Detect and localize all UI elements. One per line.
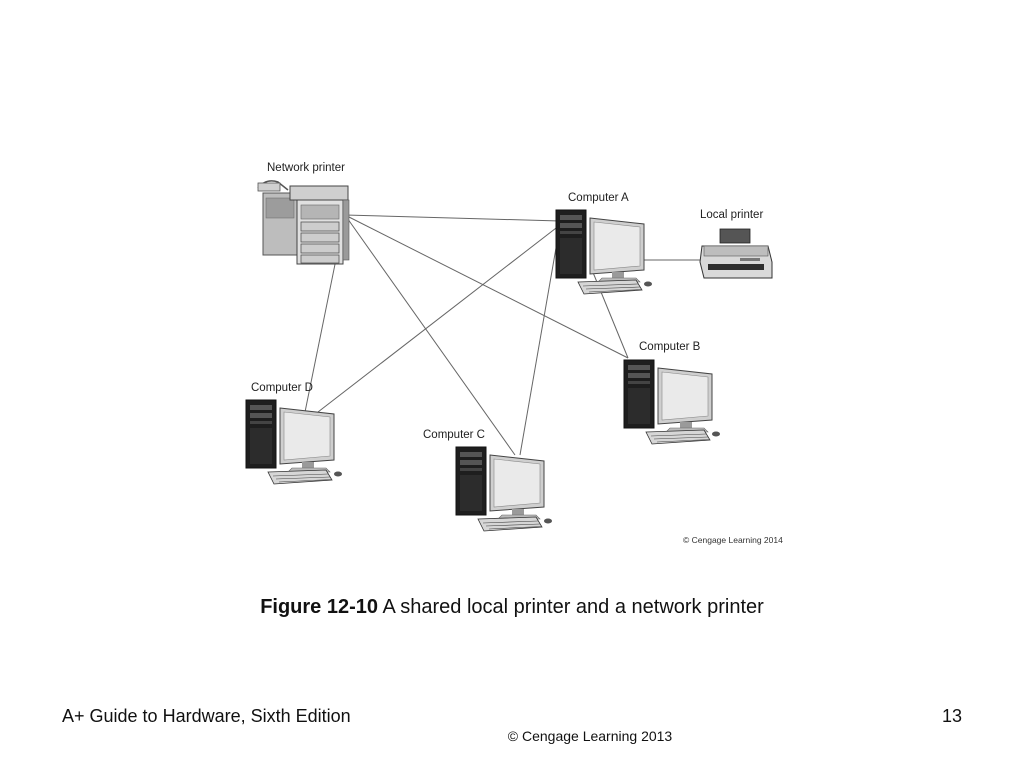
footer-book-title: A+ Guide to Hardware, Sixth Edition	[62, 706, 351, 726]
link-network-printer-computer-c	[344, 214, 516, 456]
computer-b-icon	[623, 359, 721, 445]
network-printer-label: Network printer	[267, 162, 345, 174]
footer-copyright: © Cengage Learning 2013	[507, 728, 673, 744]
computer-b-label: Computer B	[639, 341, 701, 353]
link-computer-a-computer-d	[317, 224, 561, 413]
local-printer-icon	[699, 228, 773, 279]
network-printer-icon	[257, 180, 350, 265]
figure-caption-text: A shared local printer and a network pri…	[382, 596, 764, 618]
link-computer-a-computer-c	[519, 224, 561, 456]
computer-c-label: Computer C	[423, 429, 485, 441]
figure-caption: Figure 12-10 A shared local printer and …	[0, 596, 1024, 619]
local-printer-label: Local printer	[700, 209, 763, 221]
computer-d-icon	[245, 399, 343, 485]
network-diagram: Network printer Computer A Local printer…	[245, 162, 783, 545]
footer-page-number: 13	[941, 706, 962, 726]
computer-a-label: Computer A	[568, 192, 629, 204]
link-network-printer-computer-a	[344, 214, 561, 222]
figure-number: Figure 12-10	[260, 596, 379, 618]
computer-d-label: Computer D	[251, 382, 313, 394]
diagram-credit: © Cengage Learning 2014	[683, 535, 783, 545]
computer-c-icon	[455, 446, 553, 532]
computer-a-icon	[555, 209, 653, 295]
link-network-printer-computer-b	[344, 214, 629, 359]
